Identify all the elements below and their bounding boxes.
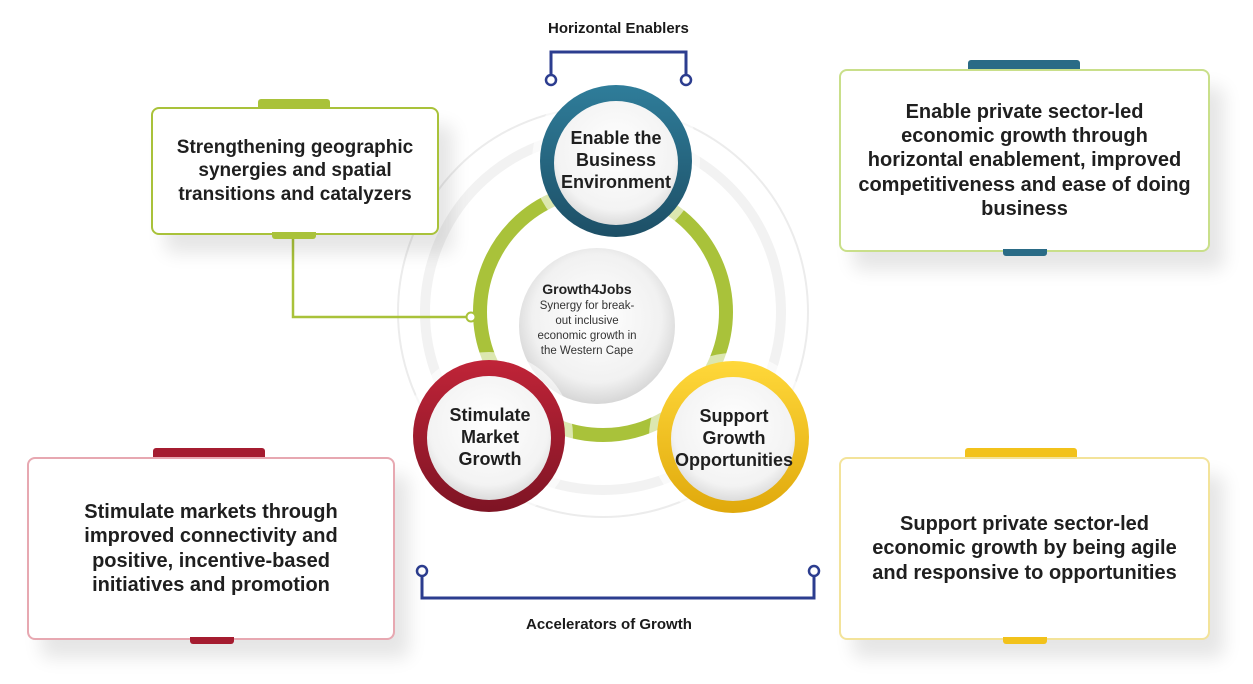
accelerators-bracket: [420, 575, 816, 600]
connector-end-dot: [465, 311, 477, 323]
support-card-tab: [965, 448, 1077, 457]
horizontal-enablers-bracket: [549, 50, 688, 78]
accelerators-label: Accelerators of Growth: [526, 616, 692, 633]
center-title: Growth4Jobs: [542, 281, 632, 297]
center-text: Growth4Jobs Synergy for break-out inclus…: [532, 280, 642, 359]
support-circle-label: Support Growth Opportunities: [675, 406, 793, 470]
enable-card: Enable private sector-led economic growt…: [839, 69, 1210, 252]
geographic-card: Strengthening geographic synergies and s…: [151, 107, 439, 235]
bracket-end-dot: [807, 564, 821, 578]
stimulate-card: Stimulate markets through improved conne…: [27, 457, 395, 640]
geographic-card-tab: [258, 99, 330, 108]
enable-card-bottom-tab: [1003, 249, 1047, 256]
horizontal-enablers-label: Horizontal Enablers: [548, 20, 689, 37]
enable-card-text: Enable private sector-led economic growt…: [858, 100, 1191, 221]
support-card-bottom-tab: [1003, 637, 1047, 644]
geographic-card-text: Strengthening geographic synergies and s…: [176, 137, 414, 205]
center-disc: [519, 248, 675, 404]
support-card: Support private sector-led economic grow…: [839, 457, 1210, 640]
stimulate-circle-inner: [427, 376, 551, 500]
geographic-card-bottom-tab: [272, 232, 316, 239]
stimulate-card-tab: [153, 448, 265, 457]
support-circle-inner: [671, 377, 795, 501]
stimulate-card-text: Stimulate markets through improved conne…: [84, 500, 338, 596]
bracket-end-dot: [544, 73, 558, 87]
enable-circle-inner: [554, 101, 678, 225]
bracket-end-dot: [415, 564, 429, 578]
bracket-end-dot: [679, 73, 693, 87]
center-subtitle: Synergy for break-out inclusive economic…: [537, 300, 637, 357]
support-card-text: Support private sector-led economic grow…: [872, 512, 1177, 584]
stimulate-card-bottom-tab: [190, 637, 234, 644]
geographic-connector: [291, 238, 468, 319]
stimulate-circle-label: Stimulate Market Growth: [449, 405, 531, 469]
enable-circle-label: Enable the Business Environment: [560, 128, 671, 192]
enable-card-tab: [968, 60, 1080, 69]
